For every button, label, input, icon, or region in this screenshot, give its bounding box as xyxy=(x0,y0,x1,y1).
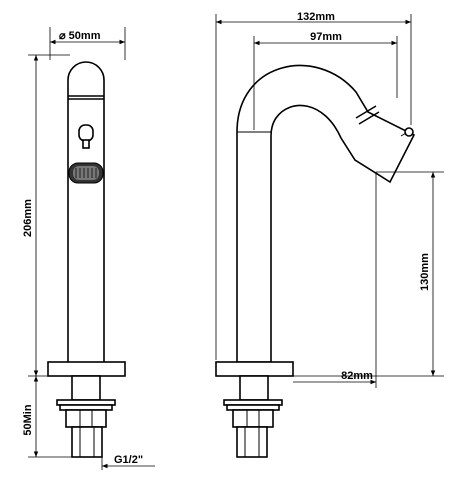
dim-spout-height-label: 130mm xyxy=(419,253,431,291)
spout-knob xyxy=(400,127,414,137)
dim-width-total-label: 132mm xyxy=(297,11,335,23)
front-view-shank xyxy=(71,375,101,401)
dim-reach-label: 97mm xyxy=(310,31,342,43)
dim-spout-height: 130mm xyxy=(293,171,444,377)
front-view xyxy=(47,61,126,458)
dim-reach: 97mm xyxy=(253,31,398,130)
dim-min-length-label: 50Min xyxy=(22,404,34,435)
side-view xyxy=(215,64,416,458)
dim-center-to-outlet-label: 82mm xyxy=(341,370,373,382)
side-view-body xyxy=(236,64,416,363)
aerator-icon xyxy=(68,162,104,184)
front-view-nut xyxy=(65,409,107,428)
front-view-flange xyxy=(47,361,126,377)
dim-height-total-label: 206mm xyxy=(22,199,34,237)
dim-diameter-label: ⌀ 50mm xyxy=(59,30,101,42)
dim-width-total: 132mm xyxy=(215,11,412,360)
spout-joint xyxy=(358,111,380,125)
dim-height-total: 206mm xyxy=(22,54,70,377)
handle-knob xyxy=(78,124,94,149)
side-view-nut xyxy=(232,409,274,428)
front-view-body xyxy=(67,61,105,362)
side-view-pipe xyxy=(236,426,268,458)
dim-diameter: ⌀ 50mm xyxy=(49,27,126,60)
side-view-flange xyxy=(215,361,294,377)
dim-thread-label: G1/2" xyxy=(114,454,143,466)
dim-center-to-outlet: 82mm xyxy=(293,172,377,388)
side-view-shank xyxy=(239,375,269,401)
dim-min-length: 50Min xyxy=(22,376,72,458)
dim-thread: G1/2" xyxy=(101,454,155,470)
front-view-pipe xyxy=(71,426,103,458)
spout-joint xyxy=(355,105,377,119)
